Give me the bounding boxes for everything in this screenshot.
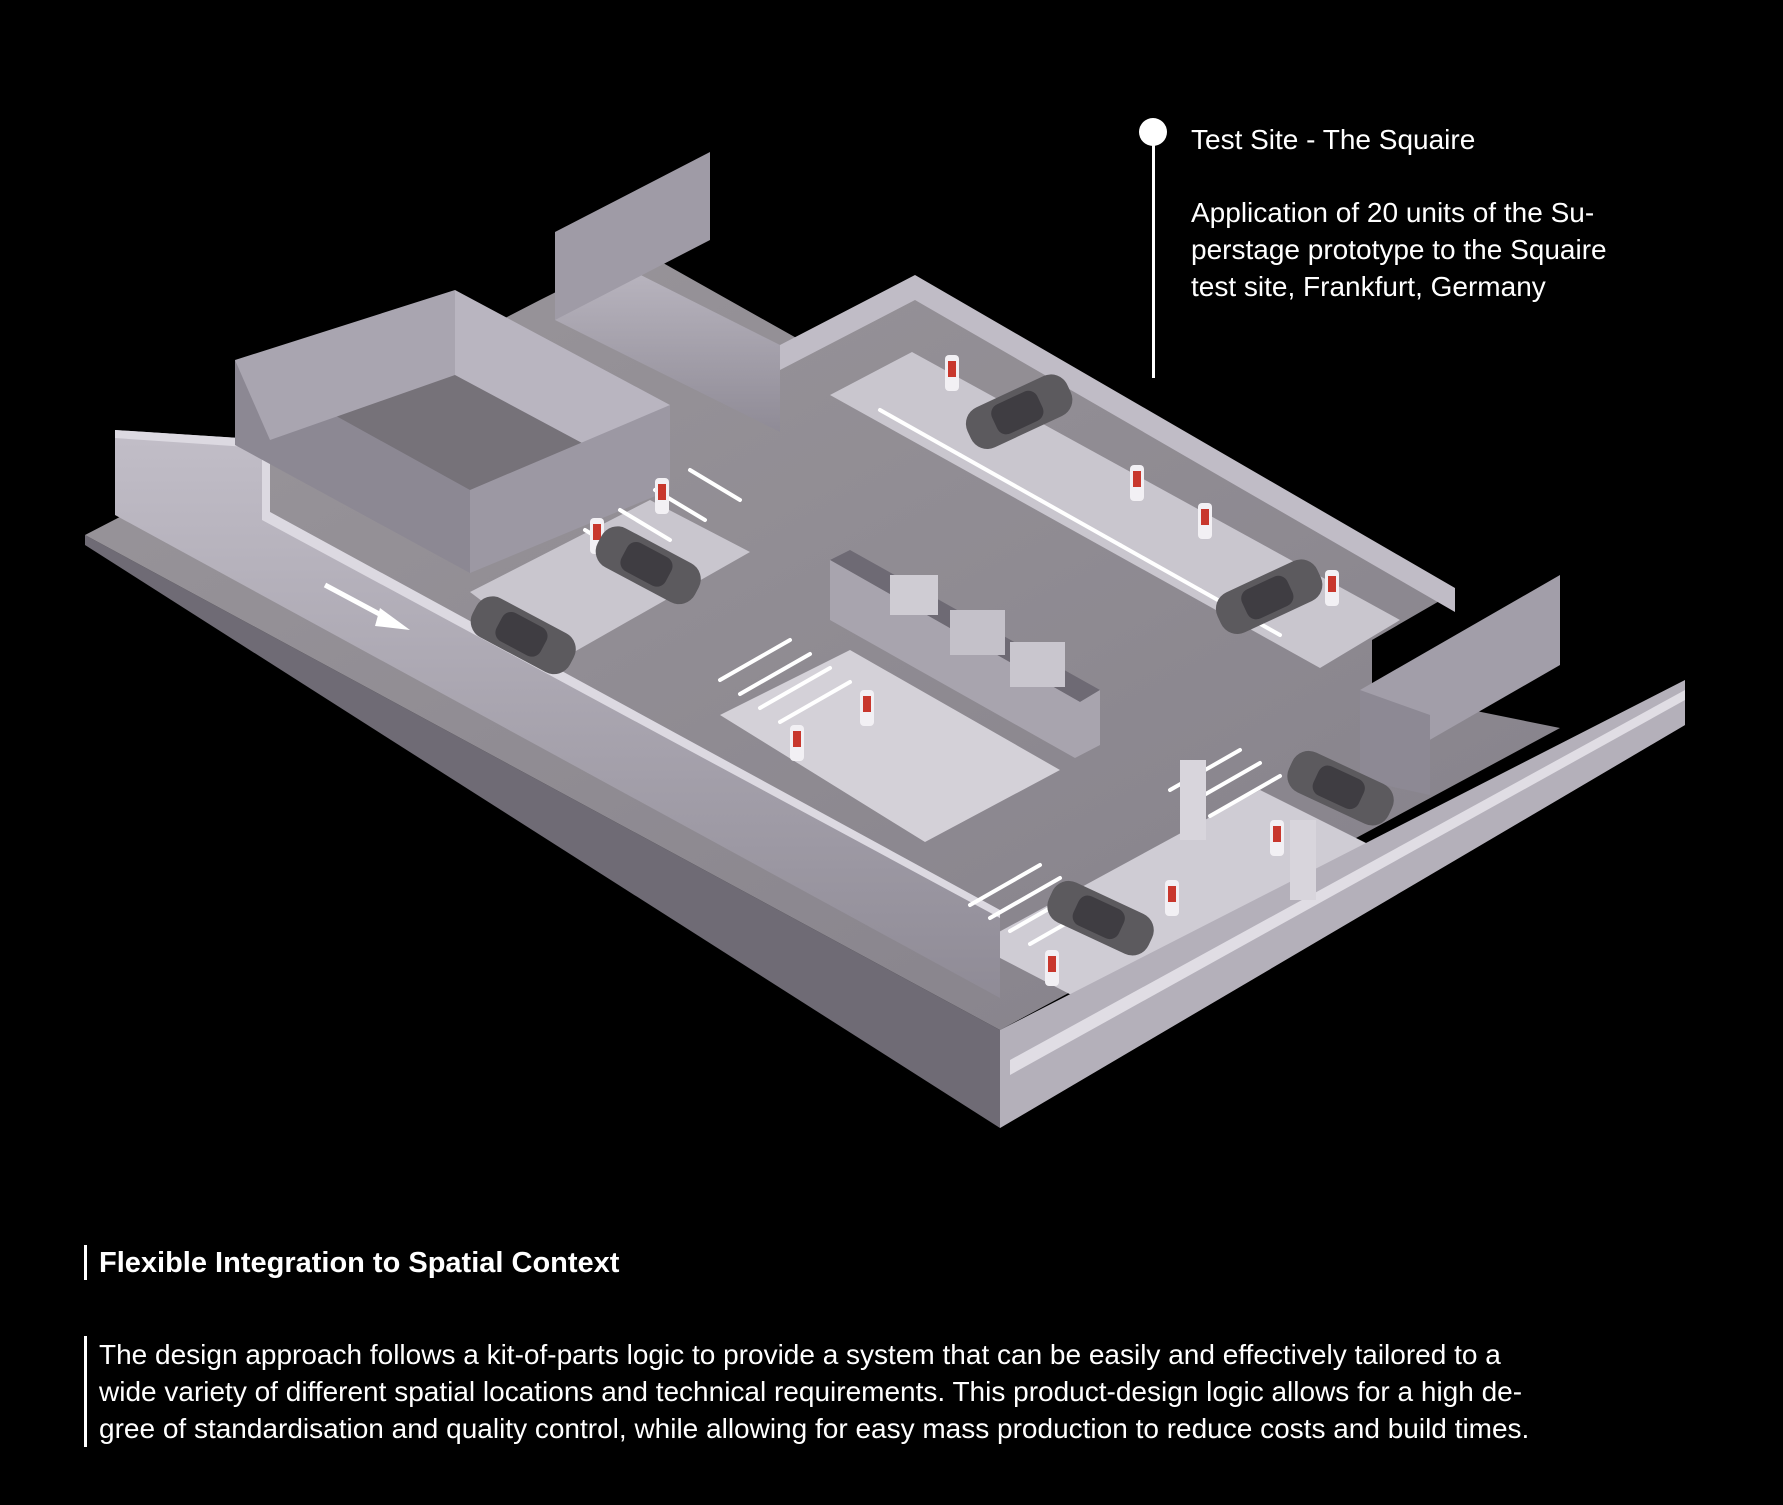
car-icon bbox=[470, 596, 576, 675]
charger-icon bbox=[1165, 880, 1179, 916]
parking-garage-isometric-illustration bbox=[85, 152, 1685, 1128]
callout-leader-line bbox=[1152, 132, 1155, 378]
charger-icon bbox=[1045, 950, 1059, 986]
callout-title: Test Site - The Squaire bbox=[1191, 124, 1476, 155]
charger-icon bbox=[790, 725, 804, 761]
section-title: Flexible Integration to Spatial Context bbox=[99, 1247, 620, 1279]
charger-icon bbox=[655, 478, 669, 514]
car-icon bbox=[595, 526, 701, 605]
car-icon bbox=[965, 374, 1073, 449]
section-body: The design approach follows a kit-of-par… bbox=[99, 1336, 1739, 1447]
callout-description: Application of 20 units of the Su- perst… bbox=[1191, 194, 1751, 305]
parking-bay-center bbox=[720, 650, 1060, 842]
callout-description-line: perstage prototype to the Squaire bbox=[1191, 234, 1607, 265]
front-right-ramp-top bbox=[1010, 690, 1685, 1075]
left-outer-wall bbox=[115, 430, 1000, 998]
car-icon bbox=[1215, 559, 1323, 634]
charger-icon bbox=[1130, 465, 1144, 501]
equipment-box-1 bbox=[890, 575, 938, 615]
section-body-line: gree of standardisation and quality cont… bbox=[99, 1413, 1530, 1444]
section-body-bar bbox=[84, 1336, 87, 1447]
charger-icon bbox=[860, 690, 874, 726]
charger-icon bbox=[1325, 570, 1339, 606]
charger-icon bbox=[1270, 820, 1284, 856]
section-body-line: wide variety of different spatial locati… bbox=[99, 1376, 1523, 1407]
upper-wall-block-side bbox=[555, 152, 710, 320]
direction-arrow-icon bbox=[323, 582, 410, 630]
section-title-bar bbox=[84, 1245, 87, 1280]
charger-icon bbox=[945, 355, 959, 391]
section-body-line: The design approach follows a kit-of-par… bbox=[99, 1339, 1501, 1370]
slab-front-face bbox=[85, 535, 1000, 1128]
car-icon bbox=[1287, 750, 1394, 826]
enclosed-room-north-wall bbox=[235, 290, 455, 440]
equipment-box-2 bbox=[950, 610, 1005, 655]
callout-description-line: Application of 20 units of the Su- bbox=[1191, 197, 1595, 228]
equipment-box-3 bbox=[1010, 642, 1065, 687]
enclosed-room-south-wall bbox=[470, 405, 670, 573]
car-icon bbox=[1047, 880, 1154, 956]
pillar bbox=[1290, 820, 1316, 900]
left-outer-wall-top bbox=[115, 430, 1000, 918]
callout-description-line: test site, Frankfurt, Germany bbox=[1191, 271, 1546, 302]
cars bbox=[470, 374, 1394, 956]
right-end-wall-face bbox=[1360, 690, 1430, 795]
pillar bbox=[1180, 760, 1206, 840]
charger-icon bbox=[1198, 503, 1212, 539]
